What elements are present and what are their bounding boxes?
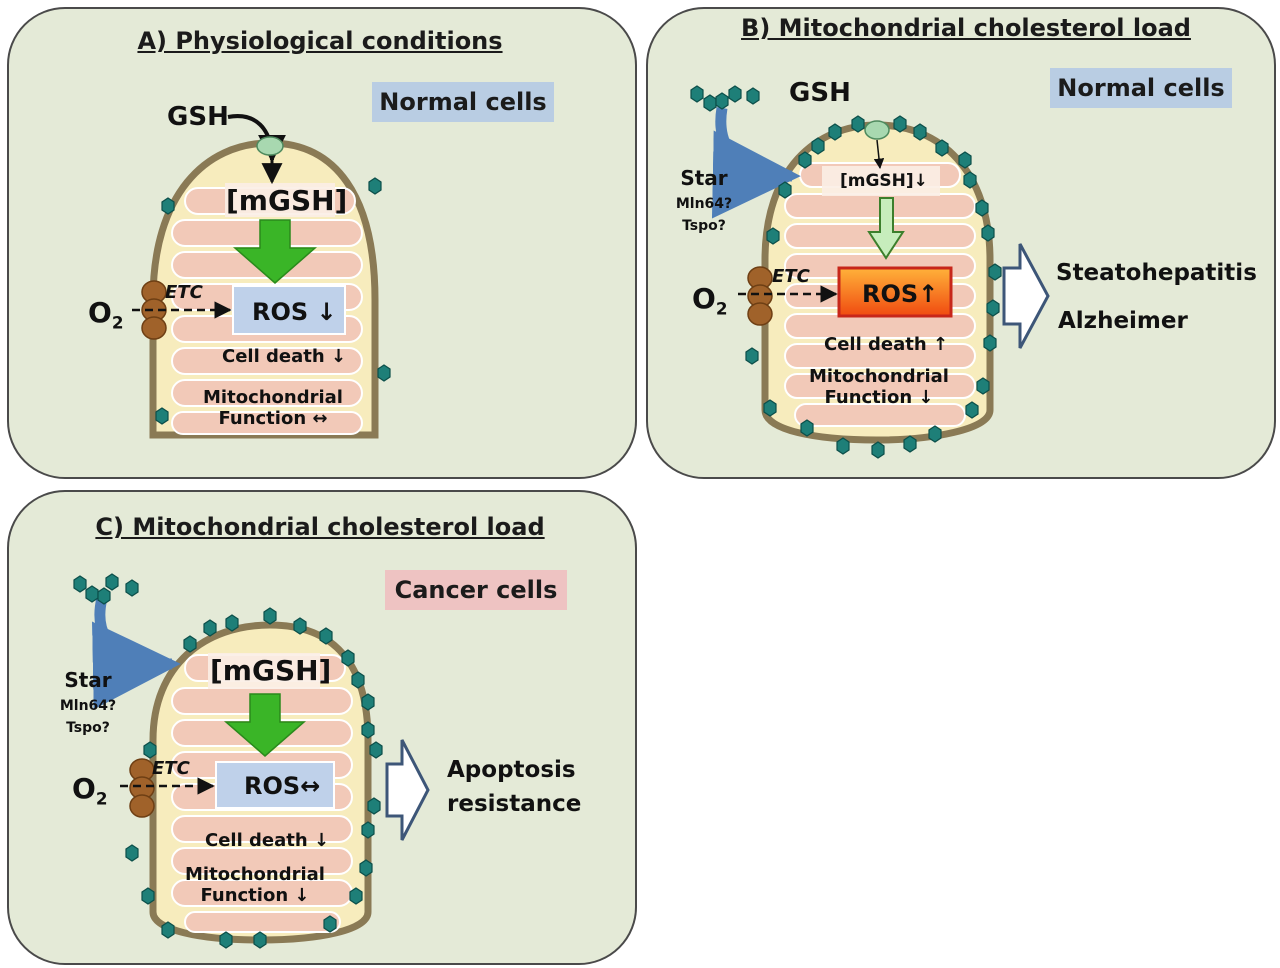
ros-label-b: ROS↑ bbox=[862, 280, 939, 308]
tspo-label-b: Tspo? bbox=[682, 218, 726, 234]
gsh-transporter-icon bbox=[864, 120, 890, 140]
o2-label-a: O2 bbox=[88, 296, 124, 333]
ros-box-c bbox=[215, 761, 335, 809]
panel-b-badge: Normal cells bbox=[1050, 68, 1232, 108]
mgsh-label-a: [mGSH] bbox=[226, 184, 348, 217]
green-arrow-icon bbox=[867, 197, 905, 260]
mgsh-label-b: [mGSH]↓ bbox=[840, 171, 928, 191]
mitochondrion-b bbox=[690, 85, 1050, 459]
etc-complex-icon bbox=[141, 280, 167, 340]
ros-box-b bbox=[837, 266, 953, 318]
cholesterol-dot-icon bbox=[690, 85, 760, 112]
outcome-alzheimer: Alzheimer bbox=[1058, 308, 1188, 334]
star-label-c: Star bbox=[64, 668, 112, 692]
mitochondrion-c bbox=[73, 573, 430, 949]
etc-label-b: ETC bbox=[772, 266, 810, 287]
o2-label-b: O2 bbox=[692, 282, 728, 319]
ros-box-a bbox=[232, 285, 346, 335]
mgsh-label-c: [mGSH] bbox=[210, 654, 332, 687]
ros-label-a: ROS ↓ bbox=[252, 298, 337, 326]
gsh-label-b: GSH bbox=[789, 78, 851, 108]
cholesterol-dot-icon bbox=[155, 177, 391, 425]
o2-label-c: O2 bbox=[72, 772, 108, 809]
tspo-label-c: Tspo? bbox=[66, 720, 110, 736]
panel-b-title: B) Mitochondrial cholesterol load bbox=[741, 14, 1191, 42]
green-arrow-icon bbox=[233, 219, 317, 284]
cell-death-label-c: Cell death ↓ bbox=[205, 830, 330, 851]
etc-label-a: ETC bbox=[165, 282, 203, 303]
outcome-apoptosis: Apoptosis bbox=[447, 757, 576, 783]
cholesterol-dot-icon bbox=[125, 607, 383, 949]
outcome-steatohepatitis: Steatohepatitis bbox=[1056, 260, 1257, 286]
etc-complex-icon bbox=[747, 266, 773, 326]
star-label-b: Star bbox=[680, 166, 728, 190]
panel-c-title: C) Mitochondrial cholesterol load bbox=[95, 513, 545, 541]
cholesterol-dot-icon bbox=[73, 573, 139, 605]
gsh-label-a: GSH bbox=[167, 102, 229, 132]
mitochondrion-a bbox=[132, 114, 391, 439]
green-arrow-icon bbox=[223, 693, 307, 757]
etc-complex-icon bbox=[129, 758, 155, 818]
gsh-transporter-icon bbox=[256, 136, 284, 156]
cholesterol-dot-icon bbox=[745, 115, 1002, 459]
outcome-arrow-icon bbox=[385, 739, 430, 841]
panel-a-badge: Normal cells bbox=[372, 82, 554, 122]
panel-c-badge: Cancer cells bbox=[385, 570, 567, 610]
panel-a-title: A) Physiological conditions bbox=[137, 27, 503, 55]
mln64-label-c: Mln64? bbox=[59, 698, 117, 714]
mln64-label-b: Mln64? bbox=[675, 196, 733, 212]
outcome-resistance: resistance bbox=[447, 791, 582, 817]
cell-death-label-a: Cell death ↓ bbox=[222, 346, 347, 367]
ros-label-c: ROS↔ bbox=[244, 772, 321, 800]
cell-death-label-b: Cell death ↑ bbox=[824, 334, 949, 355]
etc-label-c: ETC bbox=[152, 758, 190, 779]
outcome-arrow-icon bbox=[1002, 243, 1050, 349]
